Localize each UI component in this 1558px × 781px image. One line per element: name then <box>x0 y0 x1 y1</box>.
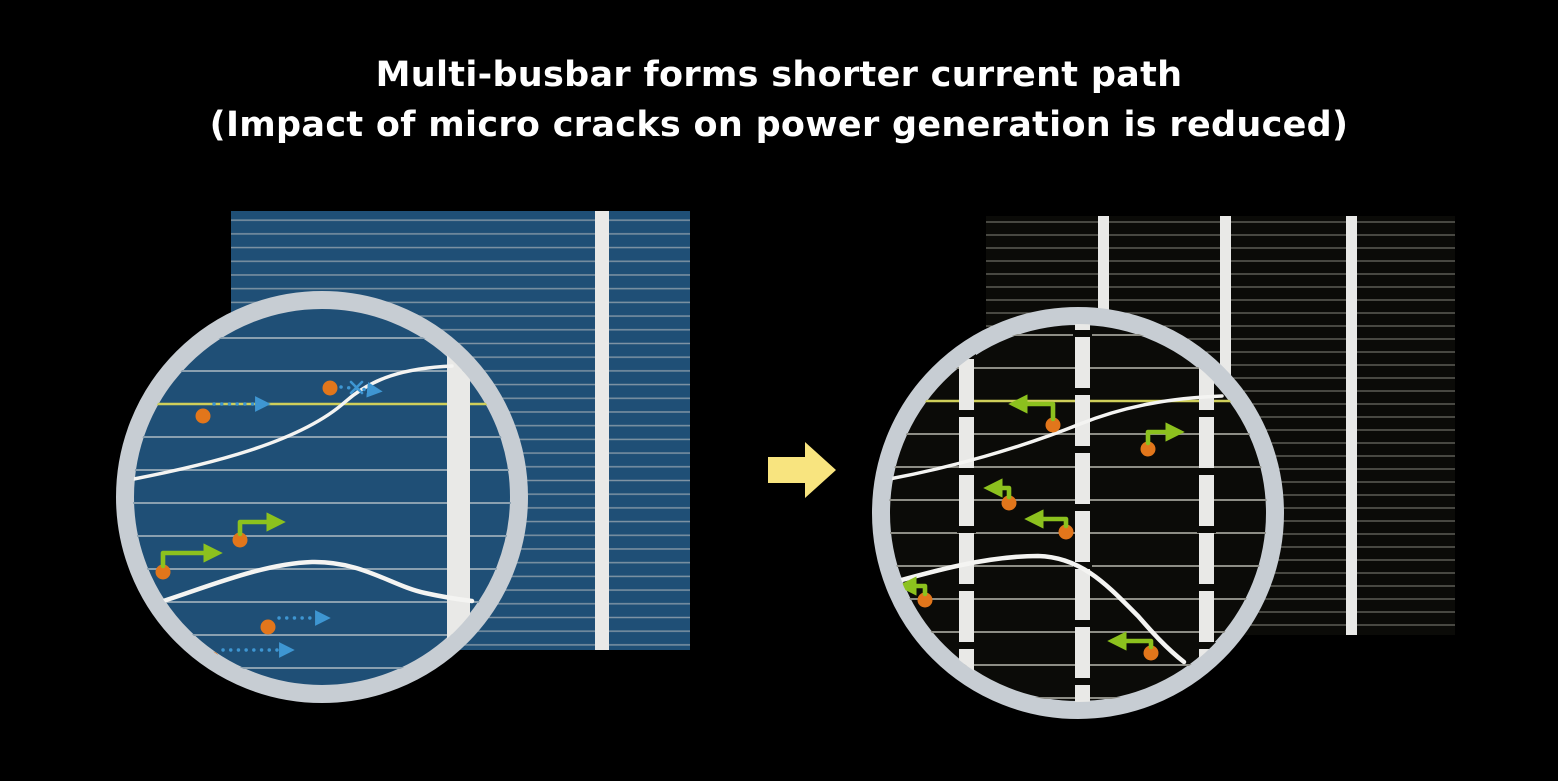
title-line-1: Multi-busbar forms shorter current path <box>375 55 1183 95</box>
magnified-busbar <box>1199 324 1214 702</box>
short-path-arrow <box>1024 509 1069 529</box>
diagram-title: Multi-busbar forms shorter current path … <box>0 50 1558 150</box>
busbar <box>1346 216 1357 635</box>
short-current-path-r1 <box>1008 394 1061 433</box>
short-path-arrow <box>1008 394 1056 422</box>
multi-busbar-cell-magnifier <box>872 307 1284 719</box>
title-line-2: (Impact of micro cracks on power generat… <box>209 105 1349 145</box>
electron-dot <box>1001 495 1017 511</box>
short-current-path-r3 <box>983 478 1017 511</box>
electron-dot <box>1140 441 1156 457</box>
busbar-segment-notches <box>957 330 1216 685</box>
electron-dot <box>1058 524 1074 540</box>
short-current-path-1 <box>232 512 286 548</box>
short-current-path-r6 <box>1107 631 1159 661</box>
short-current-path-r2 <box>1140 422 1185 457</box>
blocked-x-mark-icon <box>349 380 364 395</box>
short-path-arrow <box>1107 631 1154 651</box>
left-magnified-busbar <box>447 308 470 686</box>
long-path-arrow <box>339 382 383 398</box>
magnified-busbar <box>959 324 974 702</box>
electron-dot <box>260 619 276 635</box>
electron-dot <box>322 380 338 396</box>
conventional-cell-busbar <box>595 211 609 650</box>
short-current-path-r5 <box>897 576 933 608</box>
micro-crack-bottom-left <box>133 559 475 617</box>
short-path-arrow <box>1145 422 1185 446</box>
short-current-path-r4 <box>1024 509 1074 540</box>
magnified-busbar <box>1075 324 1090 702</box>
short-path-arrow <box>160 543 223 569</box>
right-magnifier-view <box>889 324 1267 702</box>
long-current-path-2 <box>260 610 331 635</box>
short-current-path-2 <box>155 543 223 580</box>
short-path-arrow <box>237 512 286 537</box>
short-path-arrow <box>983 478 1012 500</box>
micro-crack-top-right <box>889 394 1224 482</box>
conventional-cell-magnifier <box>116 291 528 703</box>
micro-crack-top-left <box>133 364 454 484</box>
transition-arrow-icon <box>768 442 836 498</box>
electron-dot <box>155 564 171 580</box>
micro-crack-bottom-right <box>889 553 1187 665</box>
electron-dot <box>917 592 933 608</box>
electron-dot <box>195 408 211 424</box>
electron-dot <box>232 532 248 548</box>
short-path-arrow <box>897 576 928 597</box>
left-magnifier-view <box>133 308 511 686</box>
long-current-path-1 <box>195 396 271 424</box>
right-magnified-busbars <box>959 324 1214 702</box>
long-current-path-blocked <box>322 380 383 398</box>
electron-dot <box>1045 417 1061 433</box>
electron-dot <box>1143 645 1159 661</box>
